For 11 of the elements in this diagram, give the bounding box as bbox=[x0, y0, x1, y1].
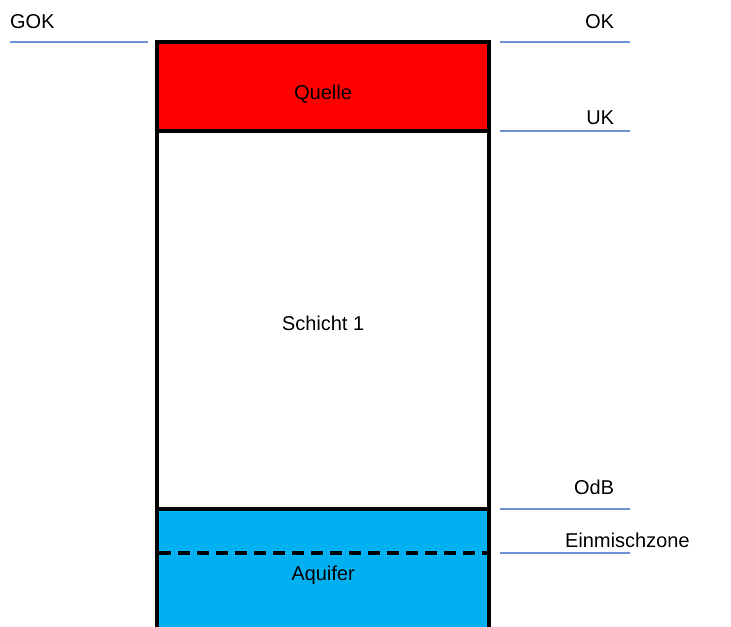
level-label: Einmischzone bbox=[565, 530, 690, 553]
level-label: GOK bbox=[10, 11, 54, 34]
soil-layer bbox=[155, 40, 491, 131]
level-label: OK bbox=[585, 11, 614, 34]
layer-label: Quelle bbox=[294, 82, 352, 106]
soil-layer bbox=[155, 129, 491, 509]
level-label: UK bbox=[586, 107, 614, 130]
layer-label: Schicht 1 bbox=[282, 313, 364, 337]
soil-layer bbox=[155, 507, 491, 627]
layer-label: Aquifer bbox=[291, 563, 355, 587]
level-label: OdB bbox=[574, 477, 614, 500]
